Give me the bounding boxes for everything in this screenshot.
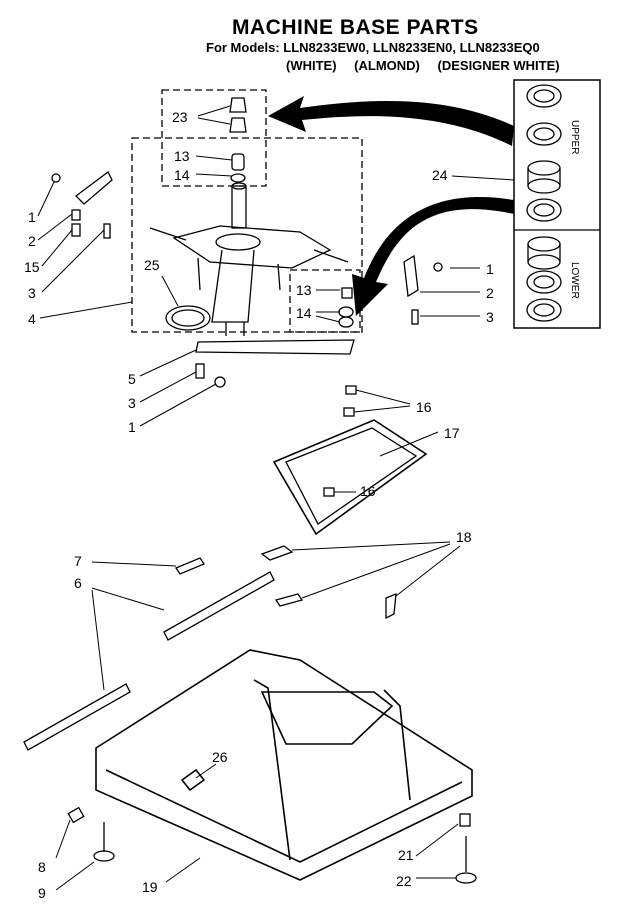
transmission-hub	[149, 182, 349, 336]
callout-13-upper: 13	[174, 148, 190, 164]
callout-7: 7	[74, 553, 82, 569]
model-list: For Models: LLN8233EW0, LLN8233EN0, LLN8…	[206, 40, 540, 55]
callout-15: 15	[24, 259, 40, 275]
seal-inset-panel	[513, 79, 601, 329]
callout-14-lower: 14	[296, 305, 312, 321]
callout-1-left: 1	[28, 209, 36, 225]
callout-3-center: 3	[128, 395, 136, 411]
callout-3-left: 3	[28, 285, 36, 301]
callout-14-upper: 14	[174, 167, 190, 183]
callout-26: 26	[212, 749, 228, 765]
drive-ring	[165, 305, 211, 331]
clips	[260, 545, 397, 620]
callout-4: 4	[28, 311, 36, 327]
leveling-feet	[67, 806, 477, 884]
upper-arrow	[268, 96, 514, 146]
machine-base	[95, 649, 473, 881]
callout-9: 9	[38, 885, 46, 901]
color-designer-white: (DESIGNER WHITE)	[437, 58, 560, 73]
callout-22: 22	[396, 873, 412, 889]
callout-25: 25	[144, 257, 160, 273]
lower-label: LOWER	[569, 262, 580, 299]
callout-3-right: 3	[486, 309, 494, 325]
callout-2-left: 2	[28, 233, 36, 249]
callout-2-right: 2	[486, 285, 494, 301]
callout-6: 6	[74, 575, 82, 591]
callout-16-lower: 16	[360, 483, 376, 499]
callout-1-right: 1	[486, 261, 494, 277]
color-list: (WHITE) (ALMOND) (DESIGNER WHITE)	[286, 58, 624, 73]
upper-bearing-parts	[229, 97, 247, 183]
callout-18: 18	[456, 529, 472, 545]
callout-5: 5	[128, 371, 136, 387]
hub-assembly-box	[131, 89, 363, 333]
left-bracket-parts	[51, 171, 113, 239]
callout-13-lower: 13	[296, 282, 312, 298]
leader-lines	[37, 105, 515, 891]
callout-1-center: 1	[128, 419, 136, 435]
callout-21: 21	[398, 847, 414, 863]
callout-24: 24	[432, 167, 448, 183]
base-frame-parts	[272, 385, 428, 536]
right-bracket-parts	[338, 254, 443, 328]
upper-label: UPPER	[569, 120, 580, 154]
callout-16-upper: 16	[416, 399, 432, 415]
page-title: MACHINE BASE PARTS	[232, 16, 479, 39]
color-white: (WHITE)	[286, 58, 337, 73]
color-almond: (ALMOND)	[354, 58, 420, 73]
callout-19: 19	[142, 879, 158, 895]
center-bracket-parts	[195, 339, 355, 388]
guide-strips	[23, 557, 275, 751]
callout-23: 23	[172, 109, 188, 125]
lower-arrow	[352, 196, 514, 316]
callout-17: 17	[444, 425, 460, 441]
callout-8: 8	[38, 859, 46, 875]
